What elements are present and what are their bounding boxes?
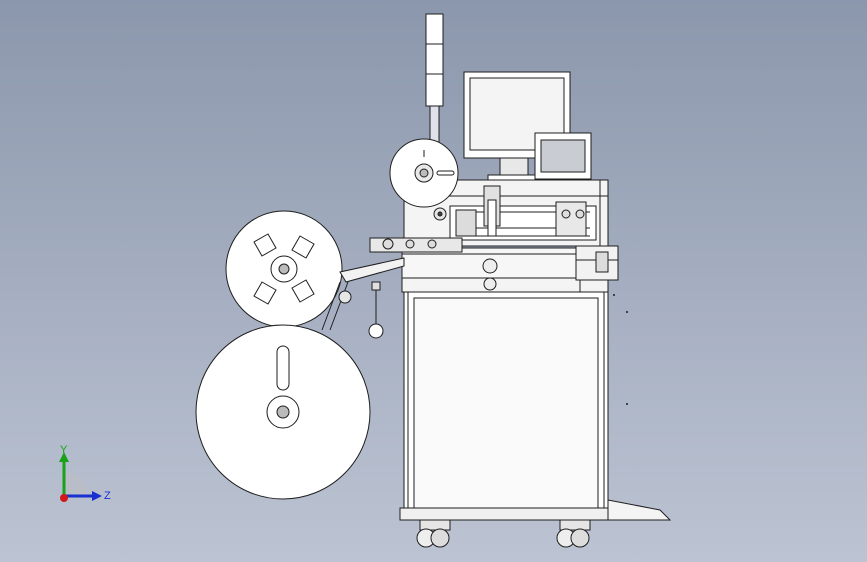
z-axis-arrowhead	[92, 491, 102, 501]
orientation-triad[interactable]: Y Z	[48, 438, 118, 508]
signal-tower	[425, 13, 444, 147]
cabinet	[399, 291, 613, 521]
reference-marks	[613, 294, 628, 405]
touch-panel	[534, 132, 592, 180]
tension-arm	[321, 257, 405, 339]
feeder-module	[369, 237, 619, 293]
upper-reel	[389, 138, 459, 208]
supply-reel	[225, 210, 343, 328]
monitor	[463, 71, 571, 182]
x-axis-point	[60, 494, 68, 502]
y-axis-arrowhead	[59, 452, 69, 462]
y-axis-label: Y	[60, 444, 68, 456]
side-ramp	[607, 499, 672, 521]
z-axis-label: Z	[104, 490, 111, 502]
caster-wheels	[416, 519, 591, 548]
take-up-reel	[195, 324, 371, 500]
